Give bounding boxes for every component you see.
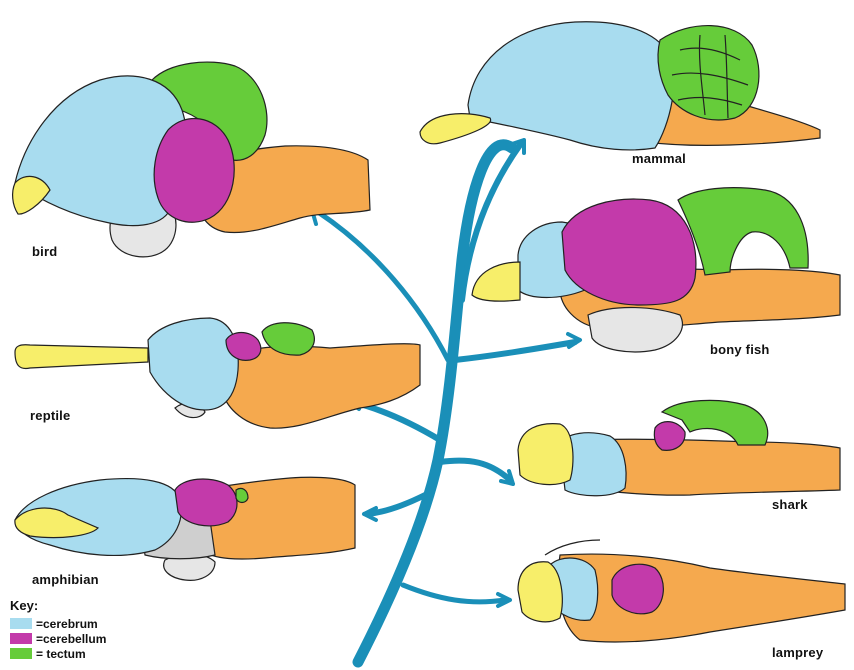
lamprey-pineal bbox=[545, 540, 600, 555]
mammal-olfactory bbox=[420, 114, 491, 144]
shark-brain bbox=[518, 400, 840, 495]
lamprey-cerebellum bbox=[612, 564, 663, 614]
legend-swatch-tectum bbox=[10, 648, 32, 659]
legend-swatch-cerebrum bbox=[10, 618, 32, 629]
mammal-cerebrum bbox=[468, 22, 674, 150]
tree-branch-bird bbox=[318, 212, 448, 360]
tree-branch-lamprey bbox=[403, 585, 505, 602]
label-lamprey: lamprey bbox=[772, 645, 823, 660]
legend-label-cerebrum: =cerebrum bbox=[36, 617, 98, 631]
label-bird: bird bbox=[32, 244, 57, 259]
shark-olfactory bbox=[518, 424, 573, 485]
tree-branch-shark bbox=[440, 461, 510, 480]
tree-branch-amphibian bbox=[368, 495, 425, 514]
bony-fish-olfactory bbox=[472, 262, 520, 301]
label-bony-fish: bony fish bbox=[710, 342, 770, 357]
legend-title: Key: bbox=[10, 598, 170, 613]
mammal-brain bbox=[420, 22, 820, 150]
reptile-olfactory bbox=[15, 345, 148, 369]
reptile-cerebrum bbox=[148, 318, 238, 410]
legend-item-tectum: = tectum bbox=[10, 646, 170, 661]
legend-item-cerebrum: =cerebrum bbox=[10, 616, 170, 631]
label-shark: shark bbox=[772, 497, 808, 512]
legend-label-tectum: = tectum bbox=[36, 647, 86, 661]
legend: Key: =cerebrum =cerebellum = tectum bbox=[10, 598, 170, 661]
label-amphibian: amphibian bbox=[32, 572, 99, 587]
legend-label-cerebellum: =cerebellum bbox=[36, 632, 106, 646]
legend-item-cerebellum: =cerebellum bbox=[10, 631, 170, 646]
legend-swatch-cerebellum bbox=[10, 633, 32, 644]
label-mammal: mammal bbox=[632, 151, 686, 166]
bony-fish-pituitary bbox=[588, 308, 682, 352]
lamprey-brain bbox=[518, 540, 845, 642]
bony-fish-cerebellum bbox=[562, 199, 696, 305]
bird-cerebellum bbox=[154, 119, 234, 223]
amphibian-brain bbox=[15, 477, 355, 580]
lamprey-brainstem bbox=[558, 554, 845, 642]
bony-fish-brain bbox=[472, 188, 840, 352]
bird-brain bbox=[13, 62, 370, 257]
amphibian-cerebellum bbox=[175, 479, 237, 526]
bird-olfactory bbox=[13, 176, 50, 214]
bony-fish-tectum bbox=[678, 188, 808, 275]
tree-branch-bony-fish bbox=[455, 342, 575, 360]
label-reptile: reptile bbox=[30, 408, 70, 423]
lamprey-olfactory bbox=[518, 562, 562, 622]
reptile-brain bbox=[15, 318, 420, 428]
amphibian-tectum bbox=[236, 488, 248, 502]
